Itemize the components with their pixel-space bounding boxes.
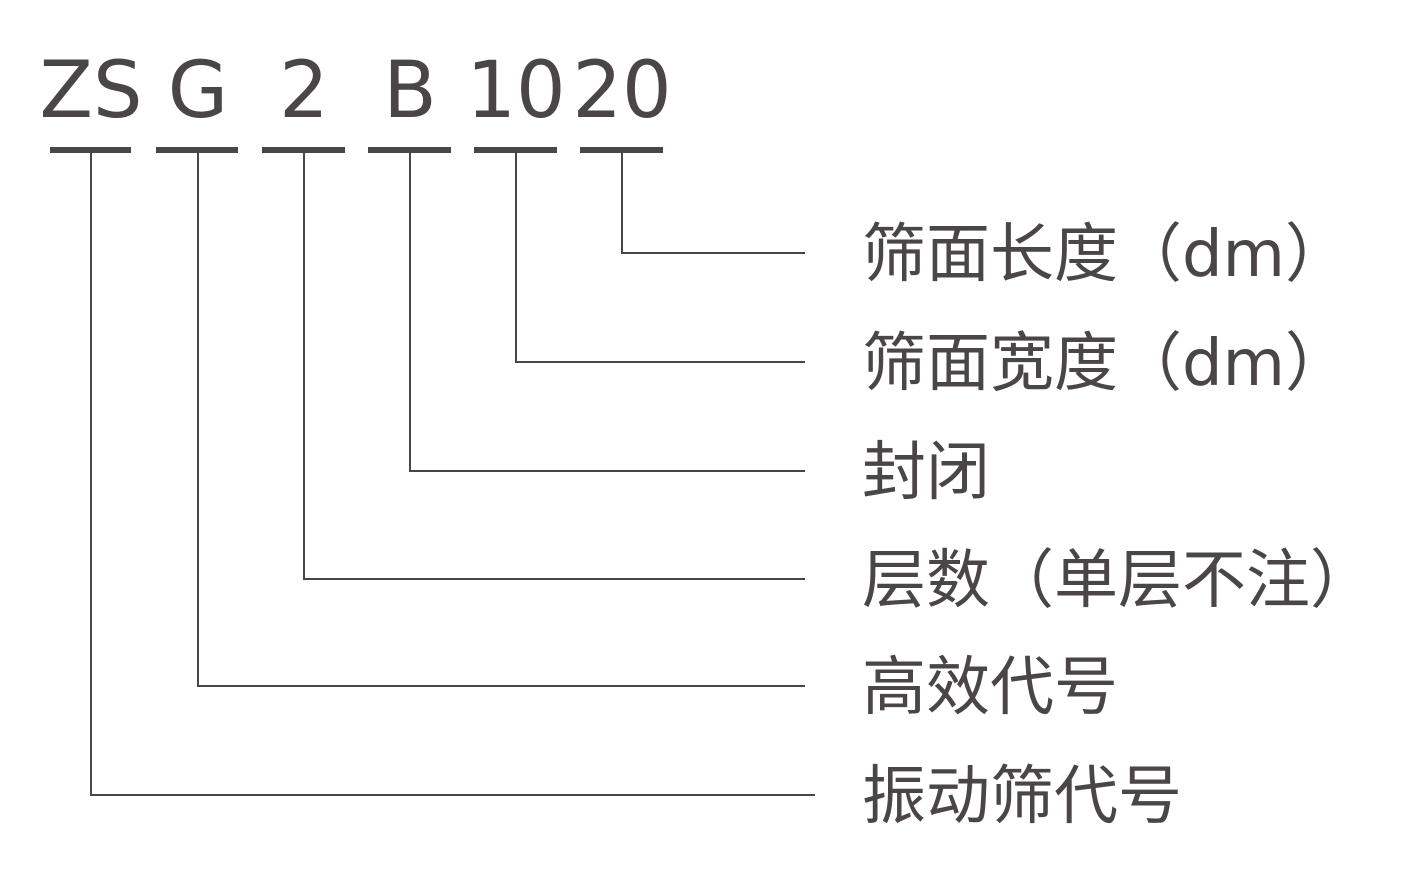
code-segment-layers: 2 <box>279 46 329 136</box>
leader-b <box>409 150 805 472</box>
label-high-efficiency-code: 高效代号 <box>862 651 1118 725</box>
code-segment-b: B <box>383 46 437 136</box>
leader-length <box>621 150 805 254</box>
label-vibrating-screen-code: 振动筛代号 <box>862 760 1182 834</box>
code-segment-zs: ZS <box>40 46 143 136</box>
label-layer-count: 层数（单层不注） <box>862 544 1374 618</box>
code-segment-width: 10 <box>466 46 565 136</box>
code-segment-length: 20 <box>572 46 671 136</box>
leader-layers <box>303 150 805 580</box>
leader-g <box>197 150 805 687</box>
leader-width <box>515 150 805 363</box>
label-enclosed: 封闭 <box>862 436 990 510</box>
leader-zs <box>90 150 815 796</box>
label-screen-length: 筛面长度（dm） <box>862 218 1349 292</box>
code-segment-g: G <box>168 46 228 136</box>
label-screen-width: 筛面宽度（dm） <box>862 327 1349 401</box>
